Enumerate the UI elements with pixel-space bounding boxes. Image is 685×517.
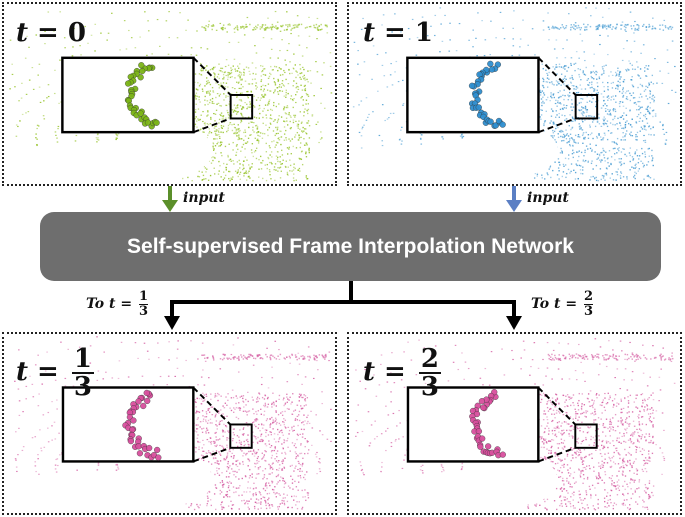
- point-cloud-t13: [14, 336, 332, 511]
- zoom-selection-box: [574, 94, 599, 120]
- point-cloud-t23: [355, 338, 676, 511]
- point-cloud-t1: [352, 7, 677, 182]
- input-arrow-right: [506, 186, 522, 212]
- zoom-selection-box: [229, 423, 253, 449]
- input-label-left: input: [183, 190, 225, 206]
- input-arrow-left: [162, 186, 178, 212]
- time-label-t1: t = 1: [363, 18, 433, 48]
- zoom-selection-box: [574, 423, 598, 449]
- frame-panel-t1: t = 1: [347, 2, 682, 186]
- interpolation-network-box: Self-supervised Frame Interpolation Netw…: [40, 212, 661, 281]
- zoom-inset: [61, 56, 195, 134]
- zoom-selection-box: [229, 94, 254, 120]
- time-label-t0: t = 0: [16, 18, 86, 48]
- input-label-right: input: [527, 190, 569, 206]
- frame-panel-t0: t = 0: [2, 2, 337, 186]
- network-label: Self-supervised Frame Interpolation Netw…: [127, 234, 574, 258]
- output-arrows: [164, 281, 522, 330]
- point-cloud-t0: [9, 10, 333, 182]
